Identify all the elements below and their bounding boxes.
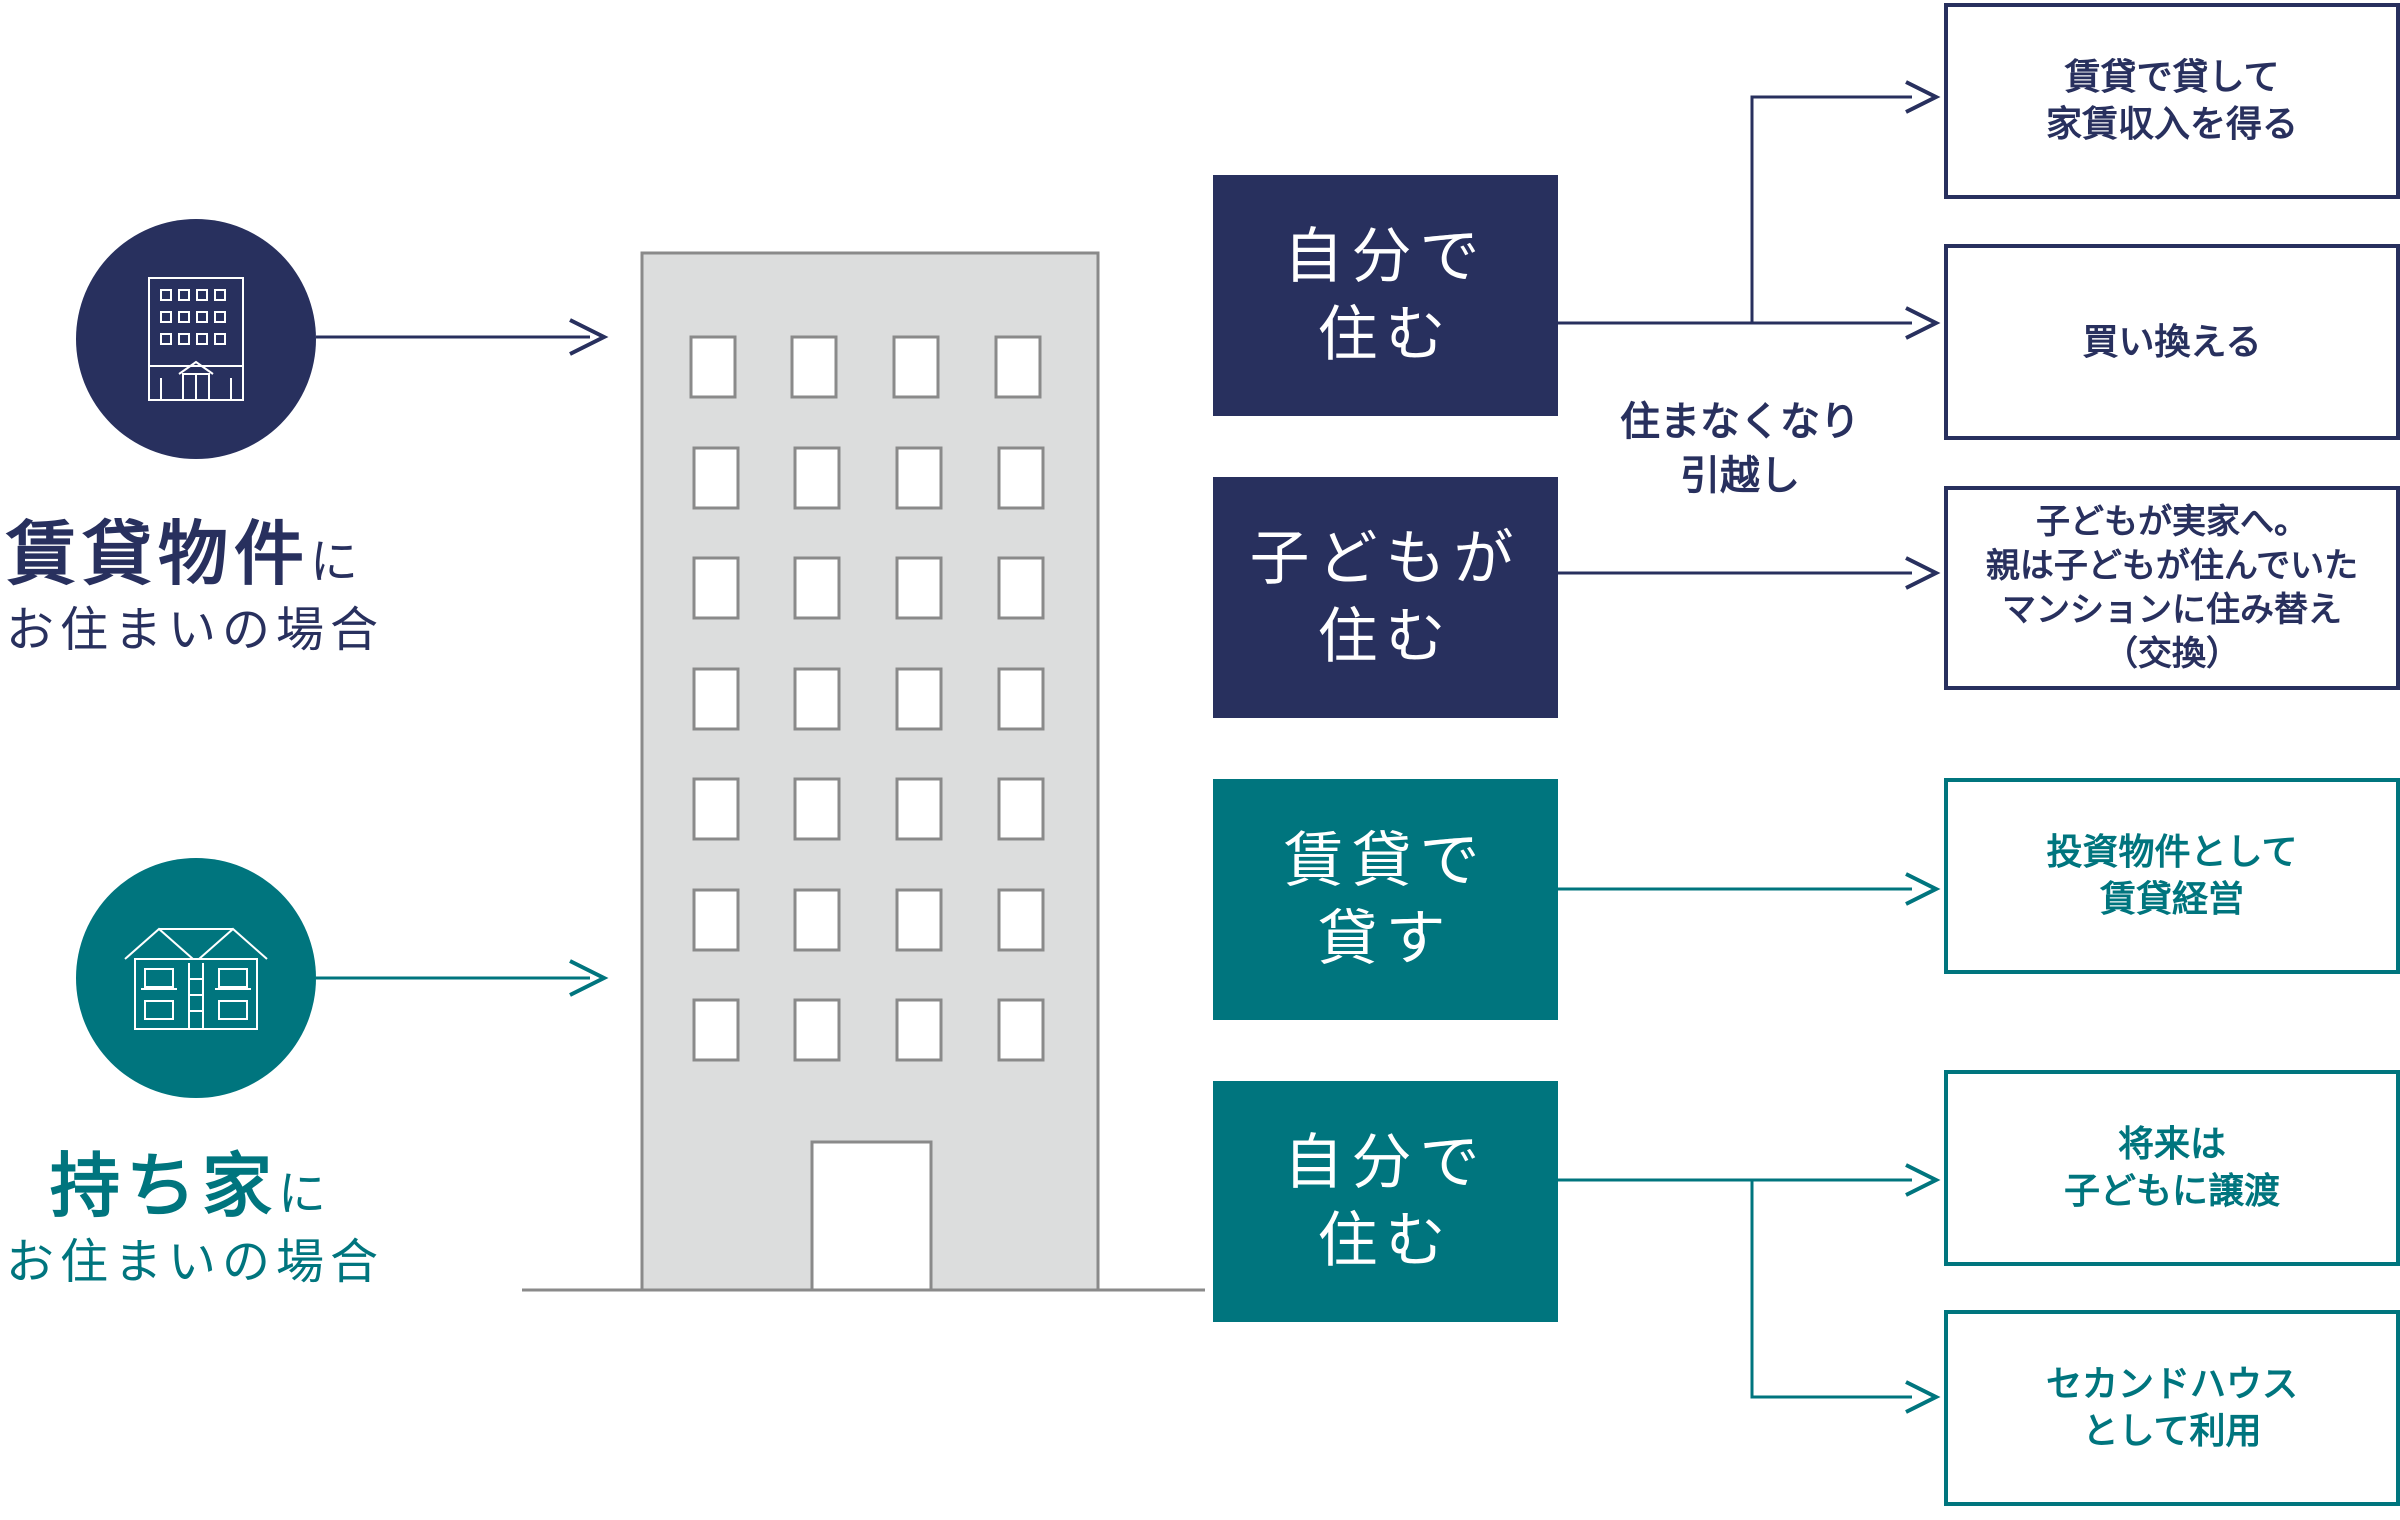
owned-case-label: 持ち家に お住まいの場合 <box>6 1140 384 1293</box>
building-window <box>793 446 841 510</box>
action-self-live-rental: 自分で 住む <box>1213 175 1558 416</box>
rental-case-particle: に <box>310 534 361 590</box>
rental-case-subtitle: お住まいの場合 <box>6 602 385 658</box>
result-rent-income: 賃貸で貸して 家賃収入を得る <box>1944 3 2400 199</box>
condominium-building-illustration <box>522 251 1205 1292</box>
owned-case-subtitle: お住まいの場合 <box>6 1234 385 1290</box>
rental-to-building-arrow <box>316 318 609 356</box>
action-self-live-owned: 自分で 住む <box>1213 1081 1558 1322</box>
building-window <box>994 335 1042 399</box>
result-swap-homes: 子どもが実家へ。 親は子どもが住んでいた マンションに住み替え （交換） <box>1944 486 2400 690</box>
action-line-1: 自分で <box>1283 221 1488 292</box>
result-transfer-to-child: 将来は 子どもに譲渡 <box>1944 1070 2400 1266</box>
building-window <box>895 888 943 952</box>
building-window <box>692 667 740 731</box>
building-window <box>997 777 1045 841</box>
building-window <box>997 556 1045 620</box>
result-line: 買い換える <box>2082 320 2262 363</box>
action-line-2: 住む <box>1317 1205 1454 1276</box>
building-window <box>997 998 1045 1062</box>
action-line-2: 住む <box>1317 299 1454 370</box>
building-window <box>692 888 740 952</box>
building-window <box>793 998 841 1062</box>
building-window <box>692 446 740 510</box>
building-window <box>790 335 838 399</box>
building-window <box>997 446 1045 510</box>
result-line: マンションに住み替え <box>2002 590 2342 630</box>
action-child-live: 子どもが 住む <box>1213 477 1558 718</box>
self-live-rental-connectors <box>1558 80 1941 340</box>
result-line: 子どもが実家へ。 <box>2036 501 2308 542</box>
building-window <box>895 667 943 731</box>
building-window <box>793 556 841 620</box>
action-line-1: 賃貸で <box>1283 825 1488 896</box>
building-window <box>689 335 737 399</box>
action-line-2: 貸す <box>1317 903 1454 974</box>
move-note-line-2: 引越し <box>1680 452 1800 499</box>
action-line-1: 自分で <box>1283 1127 1488 1198</box>
result-line: 投資物件として <box>2046 831 2298 874</box>
result-line: 賃貸経営 <box>2099 878 2244 920</box>
building-window <box>692 777 740 841</box>
apartment-building-icon <box>148 277 244 401</box>
building-window <box>895 998 943 1062</box>
result-investment-property: 投資物件として 賃貸経営 <box>1944 778 2400 974</box>
building-window <box>692 998 740 1062</box>
rental-case-circle <box>76 219 316 459</box>
owned-case-circle <box>76 858 316 1098</box>
action-line-1: 子どもが <box>1249 523 1522 594</box>
building-window <box>793 888 841 952</box>
action-lease-out: 賃貸で 貸す <box>1213 779 1558 1020</box>
result-line: （交換） <box>2104 634 2240 675</box>
building-window <box>997 888 1045 952</box>
building-window <box>895 556 943 620</box>
child-live-rental-connector <box>1558 556 1941 590</box>
building-window <box>895 446 943 510</box>
result-buy-new: 買い換える <box>1944 244 2400 440</box>
rental-case-label: 賃貸物件に お住まいの場合 <box>6 508 384 661</box>
house-icon <box>124 927 268 1030</box>
owned-case-title: 持ち家 <box>50 1144 278 1227</box>
result-line: 賃貸で貸して <box>2064 56 2280 99</box>
result-line: 将来は <box>2117 1123 2226 1166</box>
rental-case-title: 賃貸物件 <box>6 512 310 595</box>
building-window <box>895 777 943 841</box>
building-window <box>793 667 841 731</box>
building-window <box>892 335 940 399</box>
owned-case-particle: に <box>278 1166 329 1222</box>
lease-out-connector <box>1558 872 1941 906</box>
action-line-2: 住む <box>1317 601 1454 672</box>
result-line: 家賃収入を得る <box>2045 103 2298 145</box>
result-line: セカンドハウス <box>2045 1363 2298 1406</box>
building-window <box>692 556 740 620</box>
building-window <box>793 777 841 841</box>
building-window <box>997 667 1045 731</box>
result-line: として利用 <box>2082 1410 2262 1452</box>
move-note-line-1: 住まなくなり <box>1620 398 1860 445</box>
result-second-house: セカンドハウス として利用 <box>1944 1310 2400 1506</box>
result-line: 親は子どもが住んでいた <box>1985 545 2359 586</box>
self-live-owned-connectors <box>1558 1163 1941 1414</box>
owned-to-building-arrow <box>316 959 609 997</box>
result-line: 子どもに譲渡 <box>2063 1170 2280 1212</box>
move-out-note: 住まなくなり 引越し <box>1600 395 1880 503</box>
